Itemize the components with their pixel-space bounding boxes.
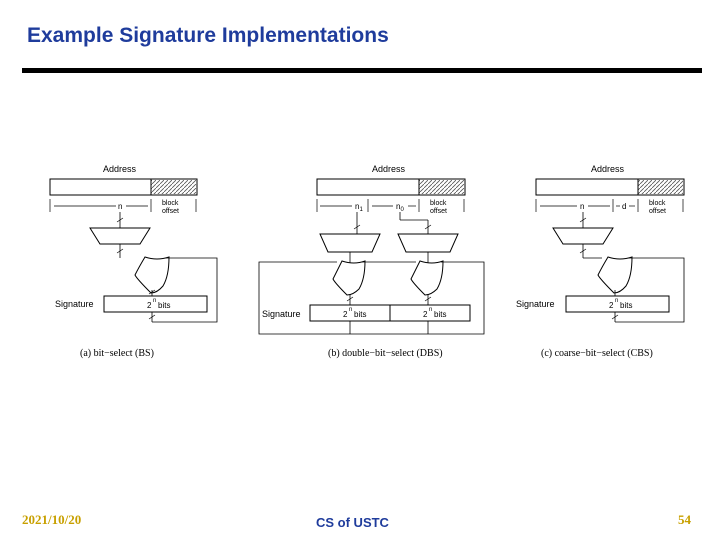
signature-register-a bbox=[103, 295, 208, 313]
svg-text:bits: bits bbox=[354, 310, 366, 319]
caption-coarse-bit-select: (c) coarse−bit−select (CBS) bbox=[541, 348, 653, 359]
n-label-c: n bbox=[580, 202, 584, 211]
caption-double-bit-select: (b) double−bit−select (DBS) bbox=[328, 348, 443, 359]
decoder-b1 bbox=[319, 233, 381, 253]
signature-label-c: Signature bbox=[516, 299, 555, 309]
panel-coarse-bit-select: Address n d block offset Signature 2 n b… bbox=[516, 164, 685, 359]
address-label-a: Address bbox=[103, 164, 137, 174]
svg-text:block: block bbox=[430, 200, 447, 207]
svg-text:bits: bits bbox=[620, 301, 632, 310]
d-label-c: d bbox=[622, 202, 626, 211]
svg-text:bits: bits bbox=[434, 310, 446, 319]
page-number: 54 bbox=[678, 512, 691, 527]
address-label-b: Address bbox=[372, 164, 406, 174]
decoder-a bbox=[89, 227, 151, 245]
svg-text:n: n bbox=[153, 298, 156, 304]
offset-label-a: offset bbox=[162, 208, 179, 215]
svg-text:n: n bbox=[615, 298, 618, 304]
decoder-c bbox=[552, 227, 614, 245]
svg-text:block: block bbox=[649, 200, 666, 207]
block-offset-field-b bbox=[419, 180, 464, 194]
svg-text:n: n bbox=[349, 307, 352, 313]
or-gate-a bbox=[134, 256, 170, 294]
svg-text:bits: bits bbox=[158, 301, 170, 310]
block-offset-field-a bbox=[151, 180, 196, 194]
title-divider bbox=[22, 68, 702, 73]
address-label-c: Address bbox=[591, 164, 625, 174]
svg-text:offset: offset bbox=[649, 208, 666, 215]
n1-label: n1 bbox=[355, 202, 363, 213]
or-gate-b0 bbox=[410, 260, 444, 296]
svg-text:2: 2 bbox=[423, 310, 428, 319]
block-offset-field-c bbox=[638, 180, 683, 194]
or-gate-c bbox=[597, 256, 633, 294]
footer-course: CS of USTC bbox=[316, 515, 389, 530]
svg-text:offset: offset bbox=[430, 208, 447, 215]
block-label-a: block bbox=[162, 200, 179, 207]
panel-double-bit-select: Address n1 n0 block offset bbox=[258, 164, 485, 359]
svg-text:2: 2 bbox=[343, 310, 348, 319]
caption-bit-select: (a) bit−select (BS) bbox=[80, 348, 154, 359]
signature-register-c bbox=[565, 295, 670, 313]
signature-label-b: Signature bbox=[262, 309, 301, 319]
panel-bit-select: Address n block offset Signature 2 n bit… bbox=[49, 164, 218, 359]
svg-text:2: 2 bbox=[147, 301, 152, 310]
signature-label-a: Signature bbox=[55, 299, 94, 309]
decoder-b0 bbox=[397, 233, 459, 253]
svg-text:n: n bbox=[429, 307, 432, 313]
footer-date: 2021/10/20 bbox=[22, 512, 82, 527]
or-gate-b1 bbox=[332, 260, 366, 296]
n-label-a: n bbox=[118, 202, 122, 211]
svg-text:2: 2 bbox=[609, 301, 614, 310]
n0-label: n0 bbox=[396, 202, 404, 213]
slide-title: Example Signature Implementations bbox=[27, 24, 389, 47]
